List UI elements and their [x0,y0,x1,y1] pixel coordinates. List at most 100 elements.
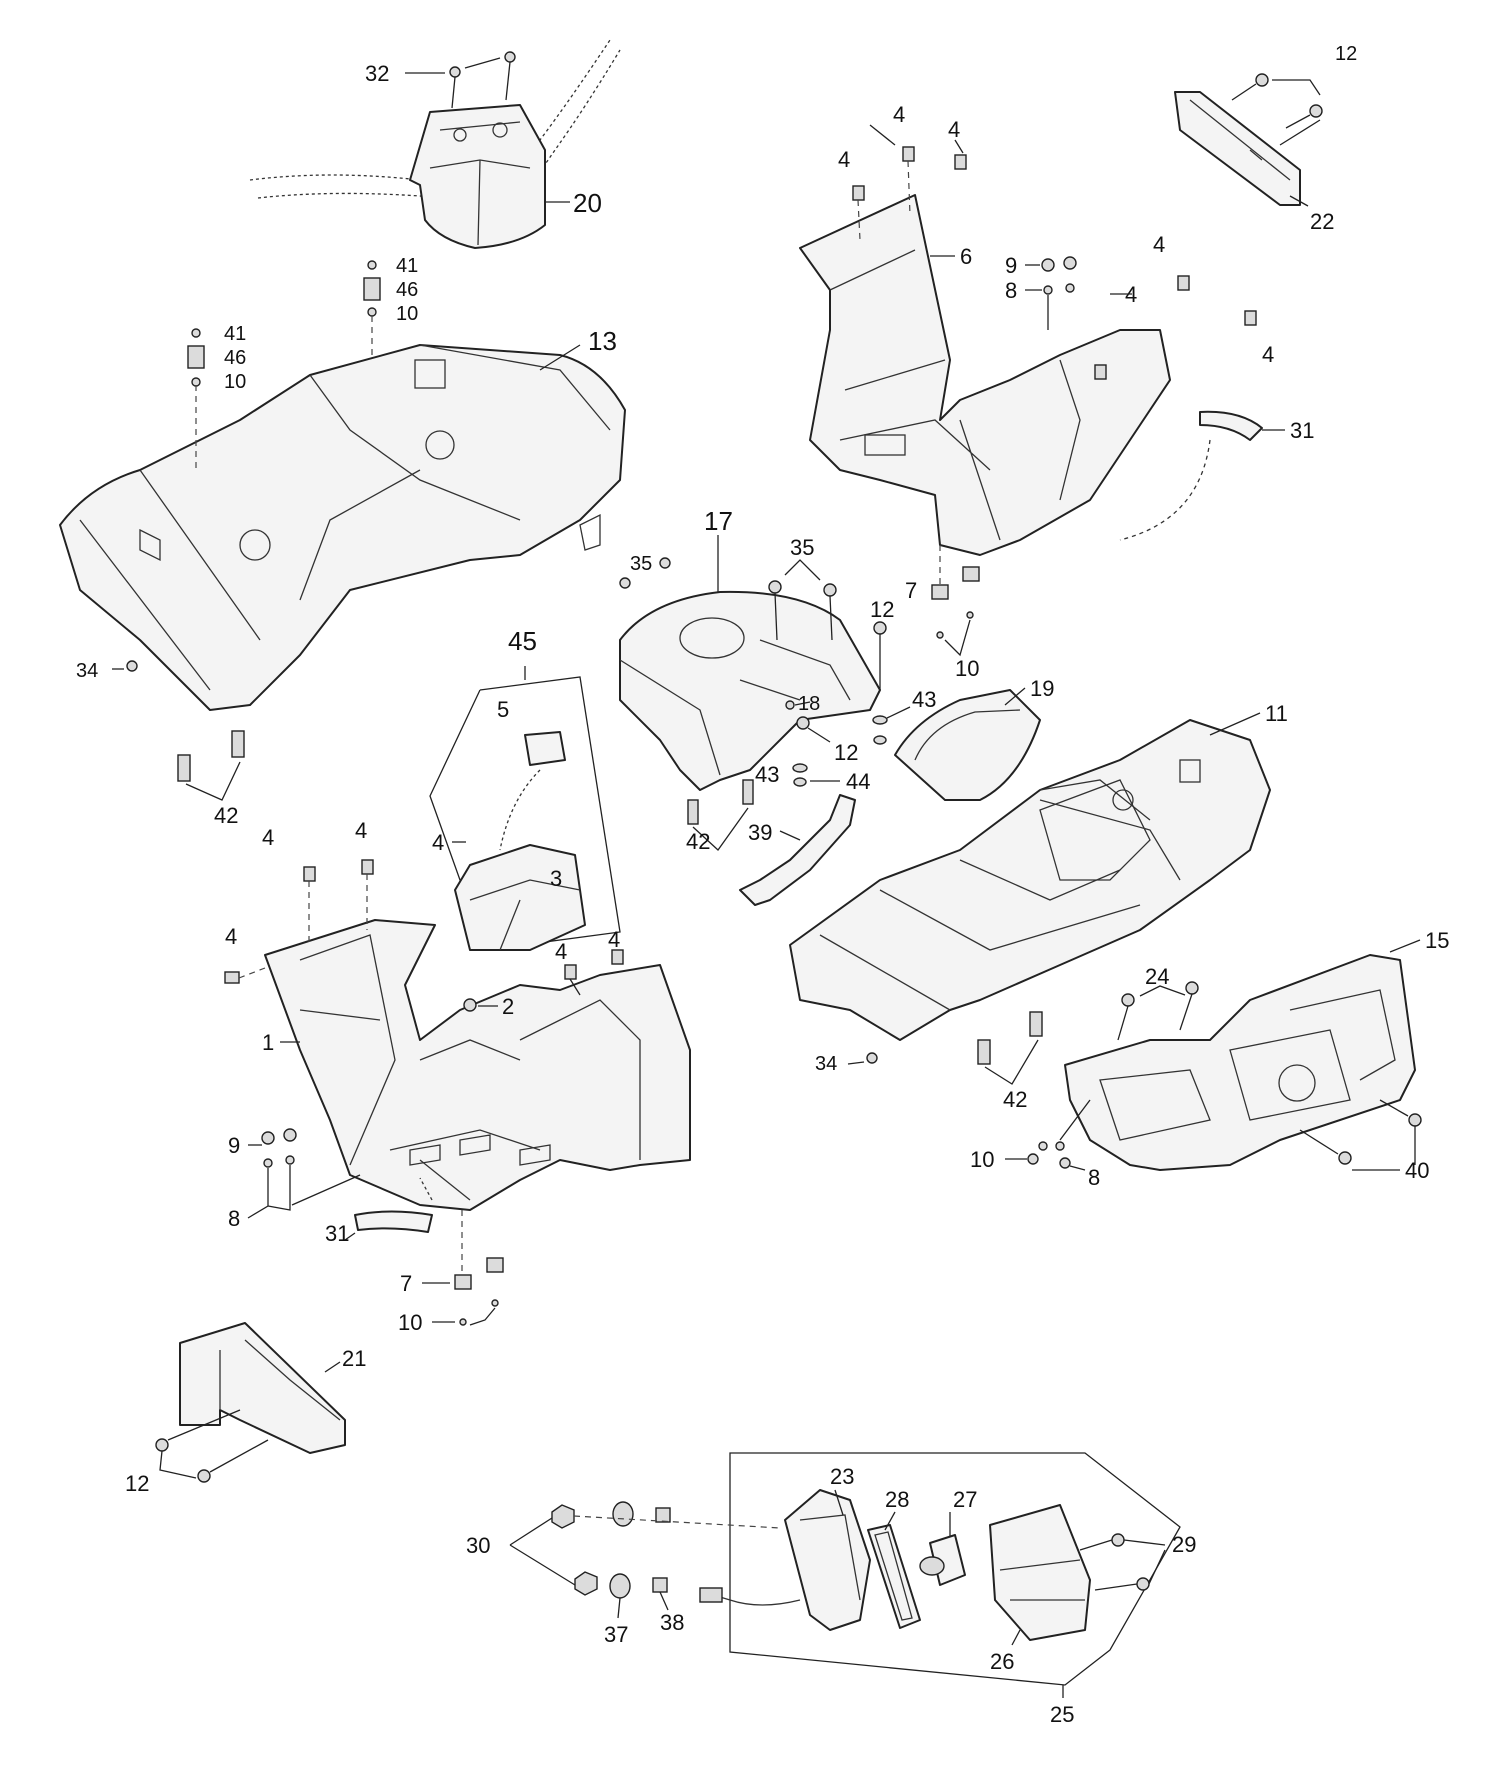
callout-42c: 42 [1003,1087,1027,1112]
callout-4h: 4 [262,825,274,850]
screw-32 [405,51,516,109]
callout-9b: 9 [228,1133,240,1158]
retainers-top-right [852,124,1257,380]
callout-19: 19 [1030,676,1054,701]
callout-35b: 35 [790,535,814,560]
washers-43-44 [792,706,911,787]
callout-4j: 4 [225,924,237,949]
callout-24: 24 [1145,964,1169,989]
callout-4l: 4 [608,927,620,952]
callout-25: 25 [1050,1702,1074,1727]
callout-10e: 10 [398,1310,422,1335]
callout-12d: 12 [125,1471,149,1496]
callout-8b: 8 [1088,1165,1100,1190]
callout-7b: 7 [400,1271,412,1296]
front-bumper-15 [1064,954,1416,1171]
callout-45: 45 [508,626,537,656]
callout-32: 32 [365,61,389,86]
callout-30: 30 [466,1533,490,1558]
callout-46b: 46 [396,279,418,301]
screws-29 [1079,1533,1166,1591]
callout-11: 11 [1265,701,1288,726]
callout-43a: 43 [912,687,936,712]
callout-37: 37 [604,1622,628,1647]
callout-27: 27 [953,1487,977,1512]
callout-12c: 12 [834,740,858,765]
hardware-stack-left [187,328,205,470]
callout-4e: 4 [1153,232,1165,257]
bulb-27 [919,1534,966,1586]
callout-18: 18 [798,693,820,715]
callout-20: 20 [573,188,602,218]
mudguard-21 [179,1322,346,1454]
callout-3: 3 [550,866,562,891]
screws-9-8-right [1025,256,1077,330]
callout-4k: 4 [555,939,567,964]
callout-40: 40 [1405,1158,1429,1183]
callout-8c: 8 [228,1206,240,1231]
callout-4b: 4 [893,102,905,127]
callout-43b: 43 [755,762,779,787]
callout-8a: 8 [1005,278,1017,303]
callout-2: 2 [502,994,514,1019]
tank-cover-17 [619,590,881,791]
clip-7-right [931,545,980,657]
callout-15: 15 [1425,928,1449,953]
hardware-stack-right [363,260,381,360]
callout-46a: 46 [224,347,246,369]
callout-41b: 41 [396,255,418,277]
retainers-left [224,859,624,996]
callout-4g: 4 [432,830,444,855]
callout-29: 29 [1172,1532,1196,1557]
callout-10b: 10 [396,303,418,325]
callout-39: 39 [748,820,772,845]
callout-17: 17 [704,506,733,536]
callout-10a: 10 [224,371,246,393]
callout-42b: 42 [686,829,710,854]
kit-25-outline [729,1452,1181,1686]
hardware-10-8-front [1005,1099,1091,1171]
footwell-left [264,919,691,1211]
callout-4c: 4 [948,117,960,142]
screws-35 [619,557,837,641]
callout-9a: 9 [1005,253,1017,278]
callout-35a: 35 [630,553,652,575]
front-fender-11 [789,719,1271,1041]
callout-23: 23 [830,1464,854,1489]
callout-7a: 7 [905,578,917,603]
callout-4f: 4 [1262,342,1274,367]
callout-22: 22 [1310,209,1334,234]
callout-26: 26 [990,1649,1014,1674]
callout-4i: 4 [355,818,367,843]
callout-31a: 31 [1290,418,1314,443]
callout-5: 5 [497,697,509,722]
callout-12a: 12 [1335,43,1357,65]
hardware-30-37-38 [509,1501,781,1619]
callout-10d: 10 [970,1147,994,1172]
callout-28: 28 [885,1487,909,1512]
screws-9-8-left [247,1128,361,1219]
callout-4a: 4 [838,147,850,172]
callout-41a: 41 [224,323,246,345]
screws-40 [1299,1099,1422,1171]
kit-45 [429,666,621,951]
clip-7-left [422,1210,504,1326]
callout-21: 21 [342,1346,366,1371]
callout-1: 1 [262,1030,274,1055]
handlebar-pod [409,104,546,249]
callout-13: 13 [588,326,617,356]
callout-34a: 34 [76,660,98,682]
callout-34b: 34 [815,1053,837,1075]
footwell-right [799,194,1171,556]
lens-26 [989,1504,1091,1641]
callout-44: 44 [846,769,870,794]
tail-light-23 [699,1489,871,1631]
callout-38: 38 [660,1610,684,1635]
callout-6: 6 [960,244,972,269]
callout-42a: 42 [214,803,238,828]
callout-12b: 12 [870,597,894,622]
screws-12-left [155,1409,269,1483]
gasket-28 [867,1524,921,1629]
